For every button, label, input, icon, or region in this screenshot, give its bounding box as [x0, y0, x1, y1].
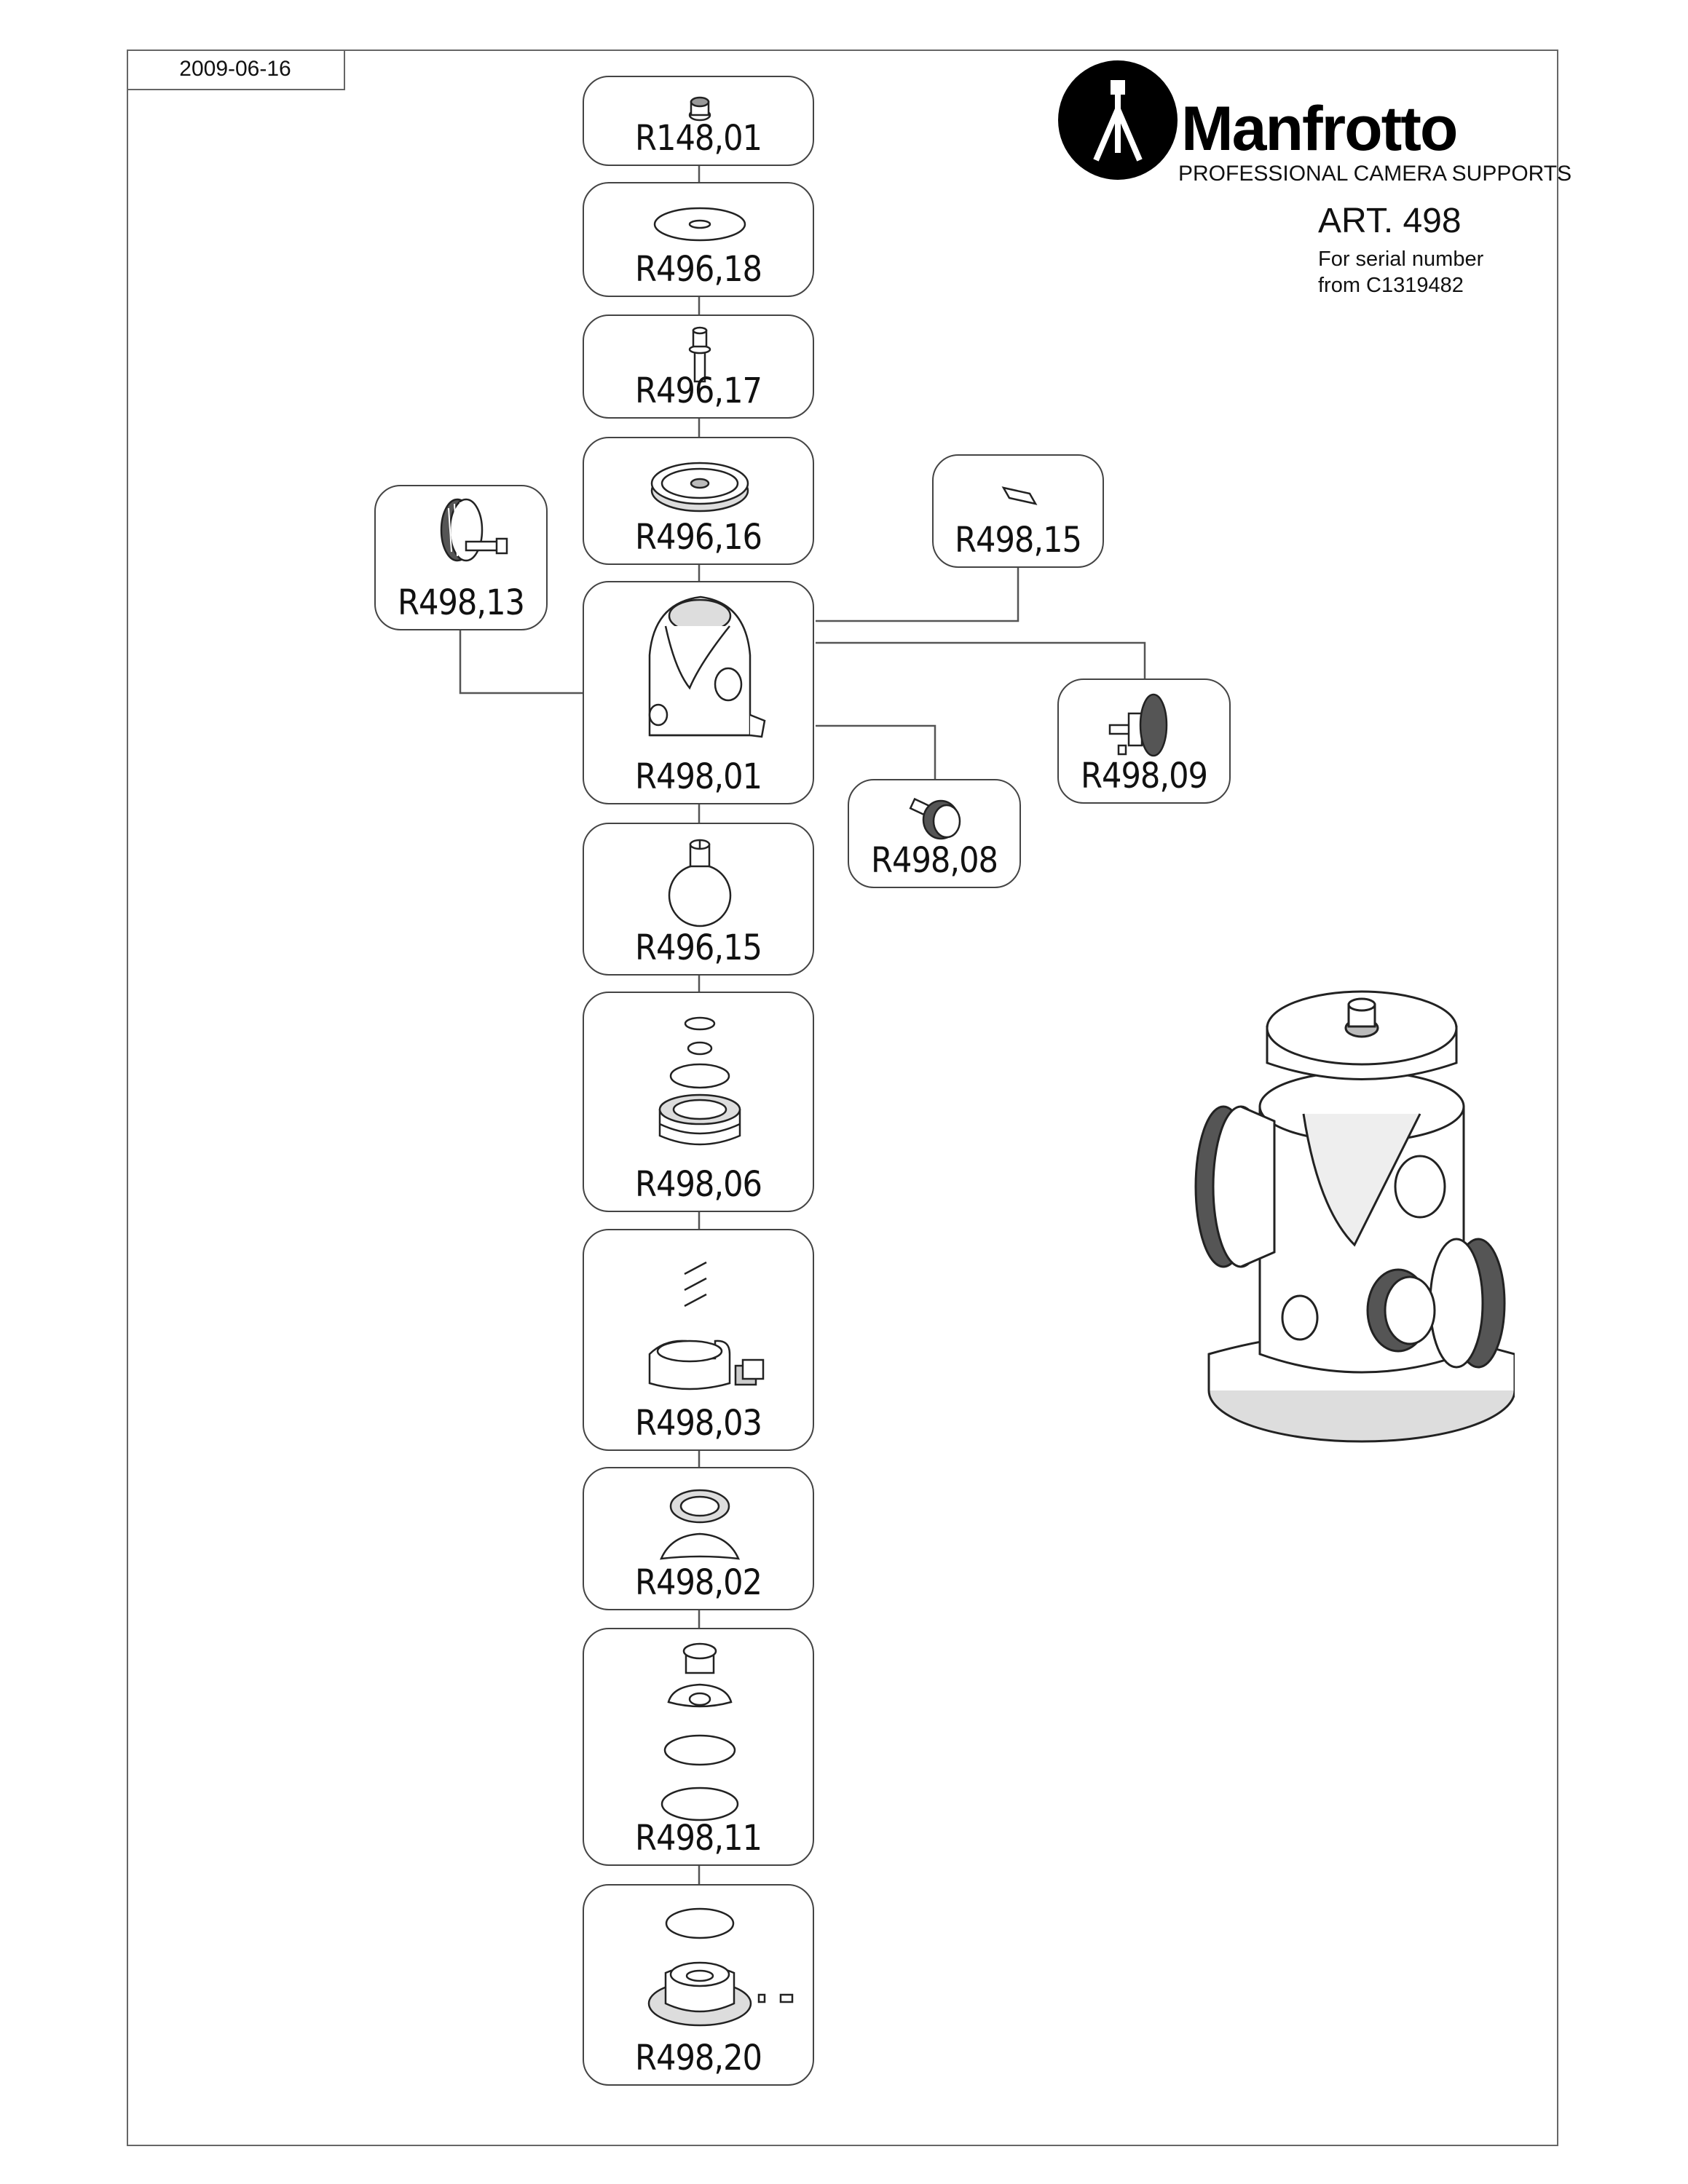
- part-code: R498,03: [634, 1403, 762, 1444]
- drawing-frame: [127, 50, 1558, 2146]
- base-assembly-icon: [647, 1907, 794, 2027]
- part-code: R498,15: [954, 520, 1082, 561]
- large-knob-icon: [440, 498, 508, 562]
- brand-tagline: PROFESSIONAL CAMERA SUPPORTS: [1178, 162, 1572, 186]
- part-code: R498,06: [634, 1164, 762, 1205]
- part-card-r498-11[interactable]: R498,11: [583, 1628, 814, 1866]
- part-card-r498-08[interactable]: R498,08: [848, 779, 1021, 888]
- part-code: R496,16: [634, 517, 762, 558]
- part-code: R498,01: [634, 756, 762, 797]
- part-code: R498,08: [870, 840, 998, 881]
- article-number: ART. 498: [1318, 202, 1462, 240]
- part-card-r496-15[interactable]: R496,15: [583, 823, 814, 976]
- head-body-icon: [648, 596, 766, 738]
- part-code: R496,15: [634, 927, 762, 968]
- part-code: R148,01: [634, 118, 762, 159]
- part-code: R498,11: [634, 1818, 762, 1859]
- ring-set-icon: [658, 1016, 741, 1146]
- small-screw-icon: [688, 96, 711, 122]
- part-card-r498-03[interactable]: R498,03: [583, 1229, 814, 1451]
- washer-disc-icon: [653, 207, 746, 242]
- part-card-r148-01[interactable]: R148,01: [583, 76, 814, 166]
- part-code: R496,17: [634, 371, 762, 411]
- part-card-r498-01[interactable]: R498,01: [583, 581, 814, 804]
- part-card-r496-18[interactable]: R496,18: [583, 182, 814, 297]
- part-card-r498-02[interactable]: R498,02: [583, 1467, 814, 1610]
- part-code: R498,09: [1080, 756, 1208, 796]
- ball-stem-icon: [668, 839, 732, 927]
- small-knob-icon: [909, 797, 961, 840]
- part-code: R498,02: [634, 1562, 762, 1603]
- part-card-r496-16[interactable]: R496,16: [583, 437, 814, 565]
- brand-name: Manfrotto: [1181, 94, 1458, 164]
- serial-line-1: For serial number: [1318, 248, 1484, 271]
- part-card-r498-13[interactable]: R498,13: [374, 485, 548, 630]
- assembled-ball-head-illustration: [1194, 990, 1515, 1443]
- part-card-r498-15[interactable]: R498,15: [932, 454, 1104, 568]
- part-card-r498-20[interactable]: R498,20: [583, 1884, 814, 2086]
- clutch-ring-icon: [659, 1489, 741, 1560]
- serial-note: For serial number from C1319482: [1318, 246, 1483, 298]
- part-code: R496,18: [634, 249, 762, 290]
- manfrotto-logo: [1058, 60, 1178, 180]
- date-stamp: 2009-06-16: [127, 50, 345, 90]
- serial-line-2: from C1319482: [1318, 274, 1464, 297]
- pin-screw-icon: [688, 326, 711, 383]
- base-stack-icon: [660, 1642, 739, 1821]
- part-code: R498,20: [634, 2038, 762, 2078]
- top-plate-icon: [650, 462, 749, 513]
- pins-and-clamp-icon: [648, 1261, 765, 1390]
- part-code: R498,13: [397, 582, 525, 623]
- small-pad-icon: [1001, 486, 1038, 505]
- side-knob-icon: [1108, 693, 1168, 757]
- part-card-r498-09[interactable]: R498,09: [1057, 678, 1231, 804]
- part-card-r498-06[interactable]: R498,06: [583, 992, 814, 1212]
- part-card-r496-17[interactable]: R496,17: [583, 314, 814, 419]
